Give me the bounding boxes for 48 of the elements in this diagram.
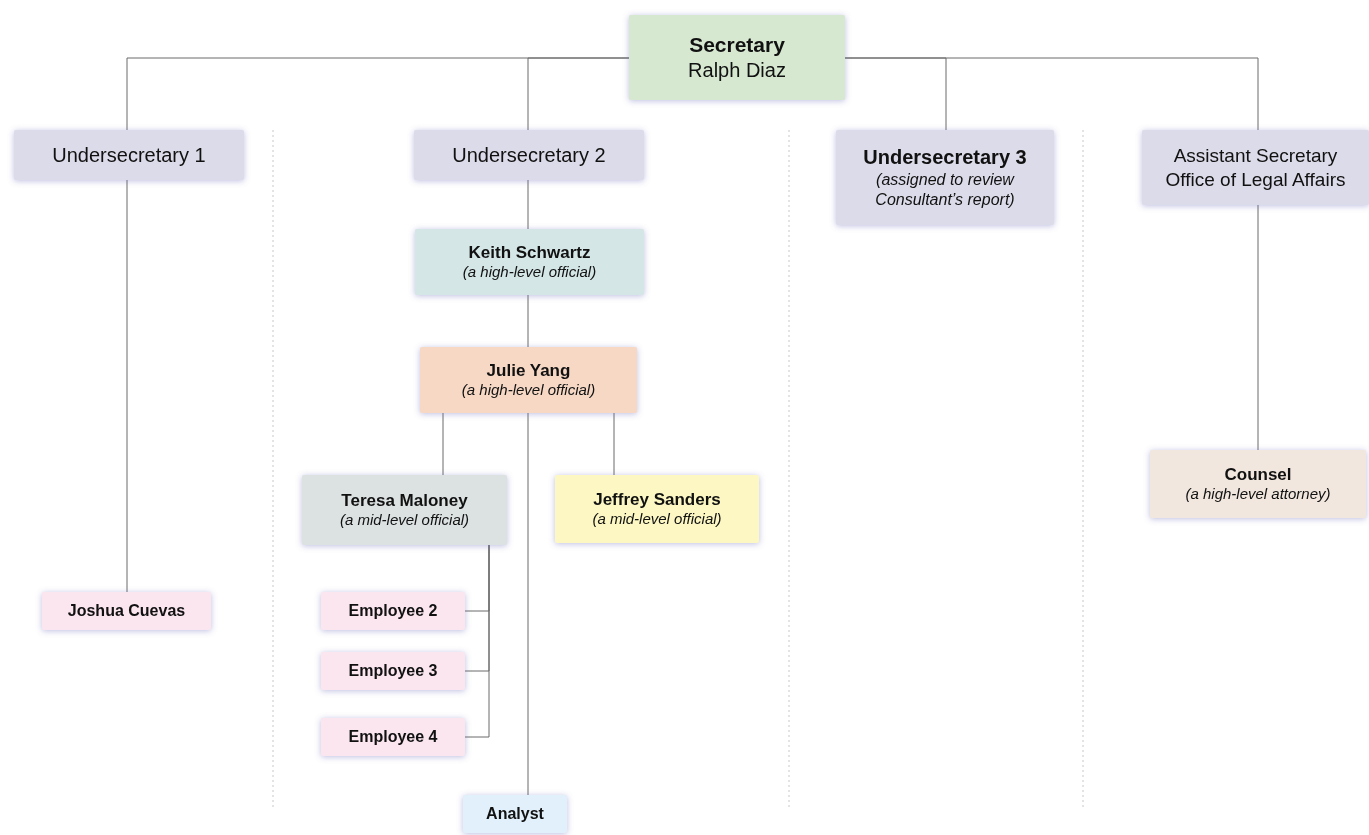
position-box	[321, 652, 465, 690]
position-note: (a mid-level official)	[339, 511, 470, 530]
position-box	[415, 229, 644, 295]
position-note: (a high-level official)	[461, 381, 596, 400]
position-box	[1142, 130, 1369, 205]
position-title: Employee 4	[348, 727, 438, 747]
position-note: (a mid-level official)	[592, 510, 722, 529]
connector-line	[527, 412, 529, 796]
position-box	[836, 130, 1054, 225]
connector-line	[464, 544, 490, 738]
position-title: Undersecretary 2	[452, 142, 606, 168]
connector-line	[844, 57, 1259, 131]
connector-line	[442, 412, 444, 476]
position-title: Employee 3	[348, 661, 438, 681]
position-box	[463, 795, 567, 833]
connector-line	[126, 179, 128, 593]
position-title: Joshua Cuevas	[67, 601, 186, 621]
connector-line	[527, 294, 529, 348]
position-title: Undersecretary 3	[863, 145, 1027, 170]
position-title: Assistant Secretary	[1173, 143, 1338, 168]
position-title: Secretary	[689, 31, 785, 58]
position-box	[14, 130, 244, 180]
position-note: (a high-level official)	[462, 263, 597, 282]
position-title: Keith Schwartz	[468, 242, 591, 264]
connector-line	[613, 412, 615, 476]
connector-line	[527, 57, 630, 131]
connector-line	[1257, 204, 1259, 451]
position-box	[414, 130, 644, 180]
position-box	[420, 347, 637, 413]
position-note: Ralph Diaz	[688, 58, 786, 84]
position-title: Jeffrey Sanders	[593, 489, 721, 511]
position-box	[1150, 450, 1366, 518]
position-title: Julie Yang	[486, 360, 571, 382]
position-box	[302, 475, 507, 545]
position-box	[321, 592, 465, 630]
position-box	[629, 15, 845, 100]
position-box	[555, 475, 759, 543]
position-note: (a high-level attorney)	[1185, 485, 1331, 504]
position-note: Office of Legal Affairs	[1165, 167, 1346, 192]
connector-line	[527, 179, 529, 230]
position-box	[321, 718, 465, 756]
position-title: Counsel	[1224, 464, 1292, 486]
position-title: Undersecretary 1	[52, 142, 206, 168]
position-box	[42, 592, 211, 630]
position-note: (assigned to review Consultant’s report)	[874, 170, 1016, 210]
position-title: Analyst	[486, 804, 544, 824]
position-title: Employee 2	[348, 601, 438, 621]
position-title: Teresa Maloney	[341, 490, 468, 512]
